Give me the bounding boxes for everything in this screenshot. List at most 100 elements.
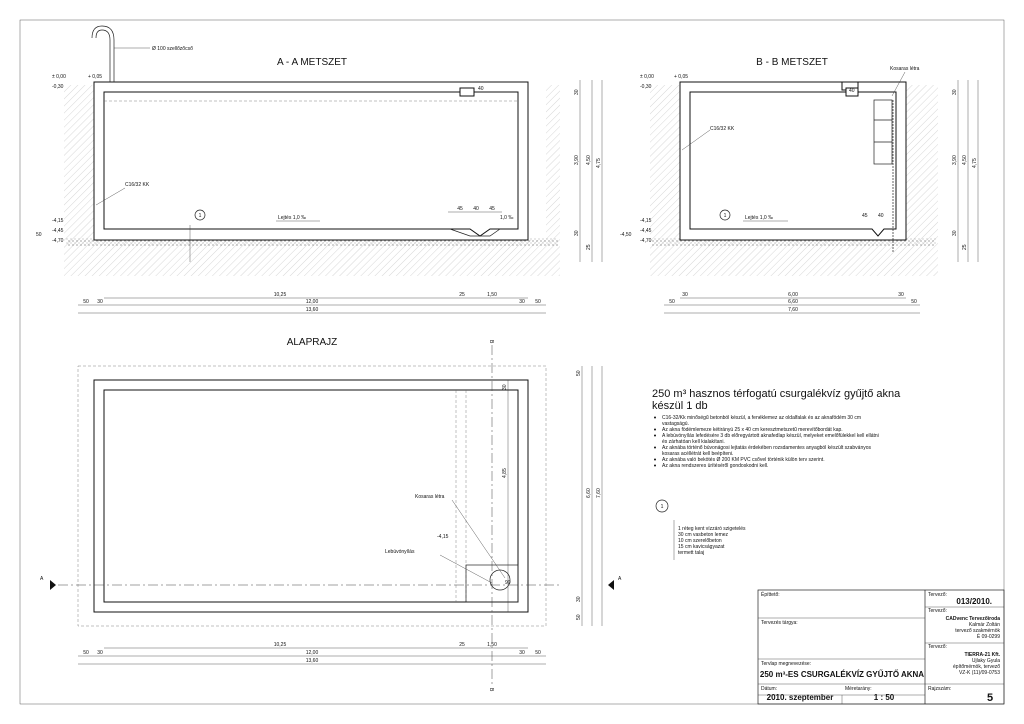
svg-text:Lejtés 1,0 ‰: Lejtés 1,0 ‰ <box>745 215 773 221</box>
svg-text:3,90: 3,90 <box>574 155 580 165</box>
manhole-label: Lebúvónyílás <box>385 549 415 555</box>
svg-text:-4,70: -4,70 <box>640 238 652 244</box>
svg-text:É 09-0299: É 09-0299 <box>977 633 1000 640</box>
svg-text:Tervező:: Tervező: <box>928 608 947 614</box>
svg-text:40: 40 <box>878 213 884 219</box>
svg-text:50: 50 <box>669 299 675 305</box>
notes-bullets: C16-32/Kk minőségű betonból készül, a fe… <box>654 415 879 469</box>
svg-text:30: 30 <box>97 299 103 305</box>
bullet-dot <box>654 458 656 461</box>
bullet-dot <box>654 446 656 449</box>
layer-text: 15 cm kavicságyazat <box>678 544 725 550</box>
svg-text:25: 25 <box>459 642 465 648</box>
plan-ladder-label: Kosaras létra <box>415 494 445 500</box>
wall-label: C16/32 KK <box>125 182 150 188</box>
plan-inner-wall <box>103 389 519 603</box>
slope-label-2: 1,0 ‰ <box>500 215 513 221</box>
svg-text:3,90: 3,90 <box>952 155 958 165</box>
svg-text:TIERRA-21 Kft.: TIERRA-21 Kft. <box>964 652 1000 658</box>
notes-title-1: 250 m³ hasznos térfogatú csurgalékvíz gy… <box>652 388 901 400</box>
bullet-text: Az aknába történő búvonágosi lejtatás ér… <box>662 445 872 451</box>
bb-ladder <box>873 99 894 252</box>
layer-text: termett talaj <box>678 550 704 556</box>
aa-bottom-dims: 10,25 25 1,50 50 30 12,00 30 50 13,60 <box>78 292 546 314</box>
svg-text:12,00: 12,00 <box>306 650 319 656</box>
layer-text: 10 cm szerelőbeton <box>678 538 722 544</box>
plan-level: -4,15 <box>437 534 449 540</box>
svg-text:30: 30 <box>502 384 508 390</box>
tb-terv-number: 013/2010. <box>956 597 992 606</box>
svg-text:13,60: 13,60 <box>306 658 319 664</box>
svg-text:50: 50 <box>911 299 917 305</box>
svg-text:4,50: 4,50 <box>962 155 968 165</box>
section-b-bottom: B <box>488 688 494 692</box>
svg-text:25: 25 <box>586 244 592 250</box>
level-2: -4,15 <box>52 218 64 224</box>
svg-text:10,25: 10,25 <box>274 642 287 648</box>
svg-text:4,75: 4,75 <box>596 158 602 168</box>
section-a-right: A <box>618 576 622 582</box>
svg-text:50: 50 <box>83 650 89 656</box>
rib <box>459 87 475 97</box>
svg-text:50: 50 <box>576 614 582 620</box>
tb-datum: 2010. szeptember <box>767 693 834 702</box>
plan-sump <box>465 564 519 603</box>
sheet-border <box>19 19 1005 705</box>
svg-text:13,60: 13,60 <box>306 307 319 313</box>
bullet-dot <box>654 428 656 431</box>
svg-text:50: 50 <box>576 370 582 376</box>
svg-text:40: 40 <box>473 206 479 212</box>
section-aa-title: A - A METSZET <box>277 57 347 68</box>
bullet-text: A lebúvónyílás lefedésére 3 db előregyár… <box>662 433 879 439</box>
bullet-text: és zárhatóan kell kialakítani. <box>662 439 725 445</box>
title-block: Építtető: Tervező: 013/2010. Tervező: CA… <box>757 589 1005 705</box>
svg-text:Rajzszám:: Rajzszám: <box>928 686 951 692</box>
bullet-text: Az aknába való bekötés Ø 200 KM PVC csőv… <box>662 457 825 463</box>
sump <box>449 228 501 237</box>
notes-title-2: készül 1 db <box>652 400 708 412</box>
bullet-dot <box>654 416 656 419</box>
svg-text:50: 50 <box>535 650 541 656</box>
gravel-layer <box>66 238 558 246</box>
svg-text:építőmérnök, tervező: építőmérnök, tervező <box>953 664 1000 670</box>
ladder-label: Kosaras létra <box>890 66 920 72</box>
svg-text:45: 45 <box>489 206 495 212</box>
plan-bottom-dims: 10,25 25 1,50 50 30 12,00 30 50 13,60 <box>78 642 546 665</box>
plan-view: ALAPRAJZ A A B B 90 Kosaras létra Lebúvó… <box>40 337 622 692</box>
section-bb: B - B METSZET Kosaras létra + 0,05 ± 0,0… <box>620 57 979 314</box>
section-a-left: A <box>40 576 44 582</box>
bullet-text: C16-32/Kk minőségű betonból készül, a fe… <box>662 415 861 421</box>
svg-text:25: 25 <box>459 292 465 298</box>
level-1: -0,30 <box>52 84 64 90</box>
slope-label: Lejtés 1,0 ‰ <box>278 215 306 221</box>
svg-text:50: 50 <box>83 299 89 305</box>
soil-hatch <box>64 85 560 276</box>
tb-epittet-label: Építtető: <box>761 591 780 598</box>
bullet-dot <box>654 434 656 437</box>
svg-text:1: 1 <box>661 504 664 510</box>
svg-text:1: 1 <box>724 213 727 219</box>
layer-text: 30 cm vasbeton lemez <box>678 532 729 538</box>
svg-text:Tervező:: Tervező: <box>928 644 947 650</box>
svg-text:30: 30 <box>682 292 688 298</box>
level-0: ± 0,00 <box>52 74 66 80</box>
bb-layer-marker <box>719 209 731 221</box>
tb-tervezo-label: Tervező: <box>928 592 947 598</box>
section-aa: A - A METSZET Ø 100 szellőzőcső + 0,05 ±… <box>36 25 603 314</box>
level-3: -4,45 <box>52 228 64 234</box>
svg-text:30: 30 <box>952 230 958 236</box>
plan-right-dims: 50 30 4,85 6,60 7,60 30 50 <box>502 366 603 626</box>
svg-text:45: 45 <box>862 213 868 219</box>
notes-layer-marker <box>655 499 669 513</box>
svg-text:10,25: 10,25 <box>274 292 287 298</box>
bb-wall-label: C16/32 KK <box>710 126 735 132</box>
svg-text:45: 45 <box>457 206 463 212</box>
svg-text:-4,15: -4,15 <box>640 218 652 224</box>
svg-text:40: 40 <box>478 86 484 92</box>
svg-text:30: 30 <box>519 650 525 656</box>
svg-text:7,60: 7,60 <box>788 307 798 313</box>
svg-text:30: 30 <box>576 596 582 602</box>
vent-label: Ø 100 szellőzőcső <box>152 46 193 52</box>
level-4: -4,70 <box>52 238 64 244</box>
plan-footing-outline <box>77 365 547 627</box>
